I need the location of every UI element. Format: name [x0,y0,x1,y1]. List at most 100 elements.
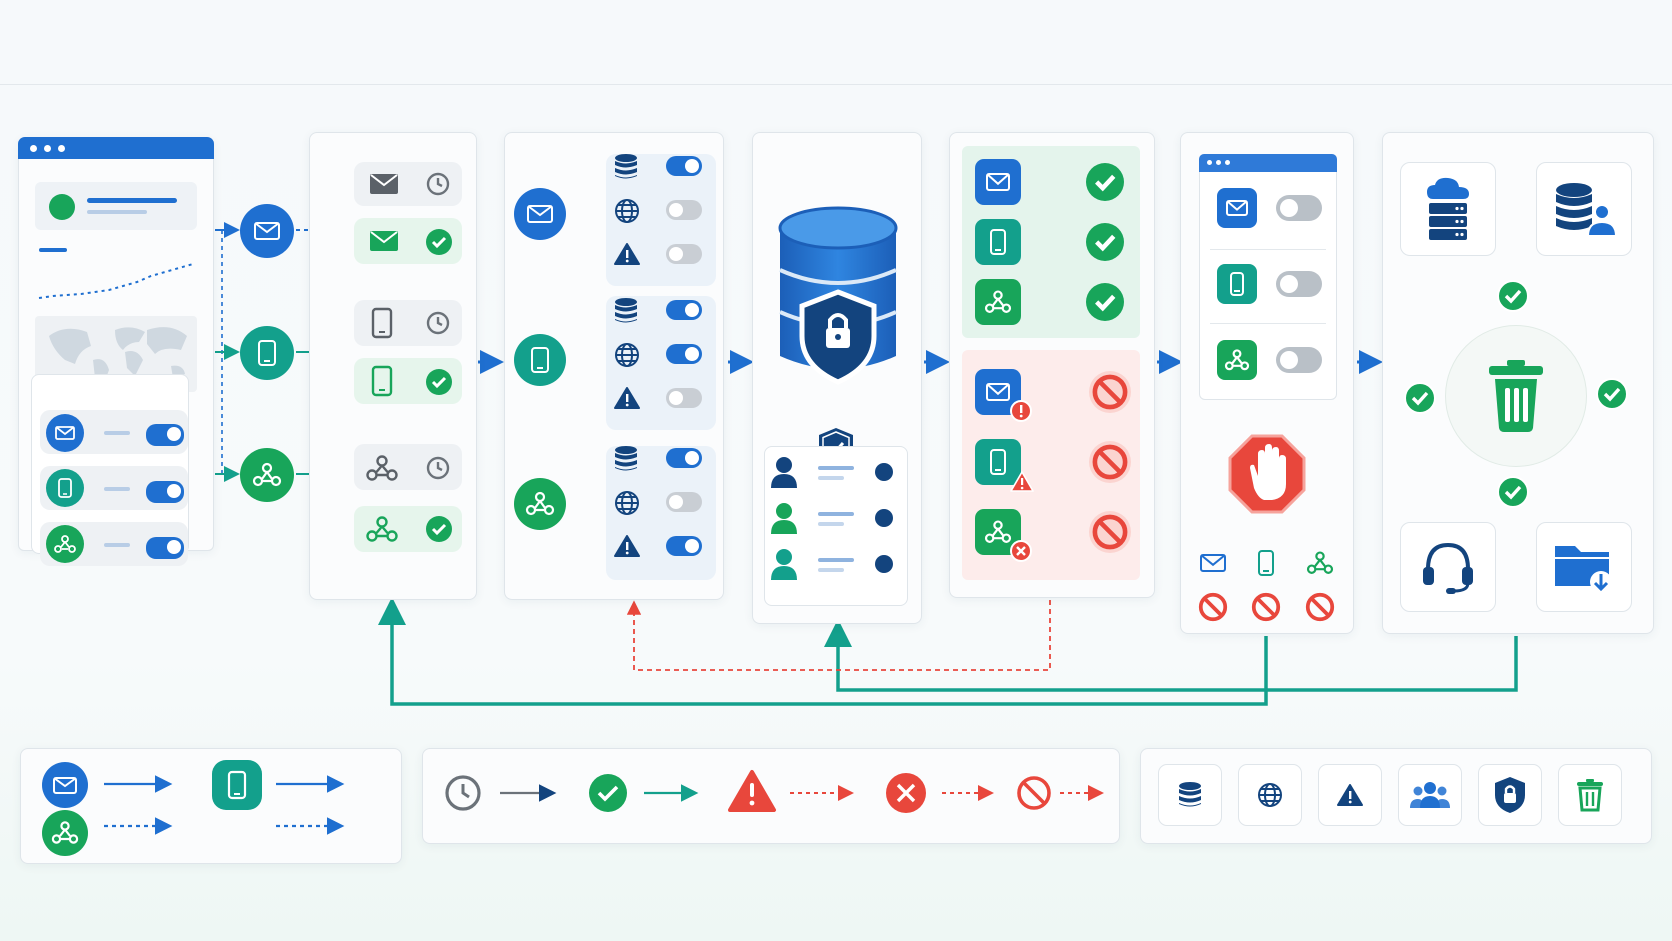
activity-sparkline [38,263,194,299]
user-detail-line [818,466,854,470]
globe-icon [614,342,640,368]
smartphone-icon [975,439,1021,485]
window-titlebar [18,137,214,159]
warning-triangle-icon [1318,764,1382,826]
user-status-dot [874,554,894,574]
mobile-channel-node [240,326,294,380]
user-detail-line [818,512,854,516]
webhook-icon [366,516,398,542]
user-icon [770,502,798,534]
trash-icon [1489,360,1543,432]
user-detail-line [818,568,844,572]
check-circle-icon [1404,382,1436,414]
webhook-icon [366,455,398,481]
warning-icon [614,242,640,266]
folder-download-icon [1555,546,1612,593]
mobile-database-toggle[interactable] [666,300,702,320]
warning-triangle-icon [1010,470,1034,492]
warning-triangle-icon [728,770,776,812]
clock-icon [426,311,450,335]
globe-icon [614,198,640,224]
opt-out-email-toggle[interactable] [1276,195,1322,221]
email-globe-toggle[interactable] [666,200,702,220]
source-to-channel-arrows [215,222,240,482]
envelope-icon [975,159,1021,205]
users-icon [1398,764,1462,826]
retention-core [1445,325,1587,467]
database-user-icon [1556,183,1618,237]
check-circle-icon [1086,283,1124,321]
legend-line-samples [104,775,345,835]
no-entry-icon [1303,590,1337,624]
clock-icon [426,172,450,196]
queue-webhook-pending [354,444,462,490]
check-circle-icon [1086,223,1124,261]
clock-icon [445,775,481,811]
webhook-database-toggle[interactable] [666,448,702,468]
opt-out-webhook-toggle[interactable] [1276,347,1322,373]
webhook-icon [1217,340,1257,380]
webhook-icon [46,525,84,563]
profile-card [35,182,197,230]
webhook-icon [1302,548,1338,578]
email-warning-toggle[interactable] [666,244,702,264]
smartphone-icon [1217,264,1257,304]
database-icon [1158,764,1222,826]
no-entry-icon [1249,590,1283,624]
warning-icon [614,534,640,558]
smartphone-icon [975,219,1021,265]
check-circle-icon [426,229,452,255]
email-channel-node [240,204,294,258]
check-circle-icon [1086,163,1124,201]
no-entry-icon [1089,371,1131,413]
mobile-channel-node [514,334,566,386]
support-card [1400,522,1496,612]
trash-icon [1558,764,1622,826]
source-webhook-toggle[interactable] [146,537,184,559]
webhook-channel-node [514,478,566,530]
email-channel-node [514,188,566,240]
window-dot [30,145,37,152]
window-dot [58,145,65,152]
smartphone-icon [1248,548,1284,578]
check-circle-icon [1497,476,1529,508]
smartphone-icon [46,469,84,507]
user-detail-line [818,522,844,526]
opt-out-mobile-toggle[interactable] [1276,271,1322,297]
mobile-globe-toggle[interactable] [666,344,702,364]
smartphone-icon [371,307,393,339]
webhook-icon [42,810,88,856]
database-shield-lock-icon [778,206,898,385]
user-detail-line [818,476,844,480]
user-detail-line [818,558,854,562]
webhook-warning-toggle[interactable] [666,536,702,556]
header-divider [0,84,1672,85]
world-map-graphic [35,316,197,392]
user-icon [770,456,798,488]
cloud-server-icon [1427,177,1469,240]
source-mobile-toggle[interactable] [146,481,184,503]
smartphone-icon [371,365,393,397]
user-status-dot [874,508,894,528]
headset-icon [1423,542,1473,594]
email-database-toggle[interactable] [666,156,702,176]
check-circle-icon [1497,280,1529,312]
legend-channels [20,748,402,864]
no-entry-icon [1089,511,1131,553]
window-titlebar [1199,154,1337,172]
mobile-warning-toggle[interactable] [666,388,702,408]
check-circle-icon [1596,378,1628,410]
no-entry-icon [1017,776,1051,810]
check-circle-icon [426,369,452,395]
webhook-globe-toggle[interactable] [666,492,702,512]
stop-hand-icon [1228,434,1306,514]
shield-lock-icon [1478,764,1542,826]
no-entry-icon [1089,441,1131,483]
warning-icon [614,386,640,410]
source-email-toggle[interactable] [146,424,184,446]
window-dot [44,145,51,152]
envelope-icon [370,174,398,194]
user-database-card [1536,162,1632,256]
envelope-icon [1195,548,1231,578]
legend-status-items [445,770,1104,813]
